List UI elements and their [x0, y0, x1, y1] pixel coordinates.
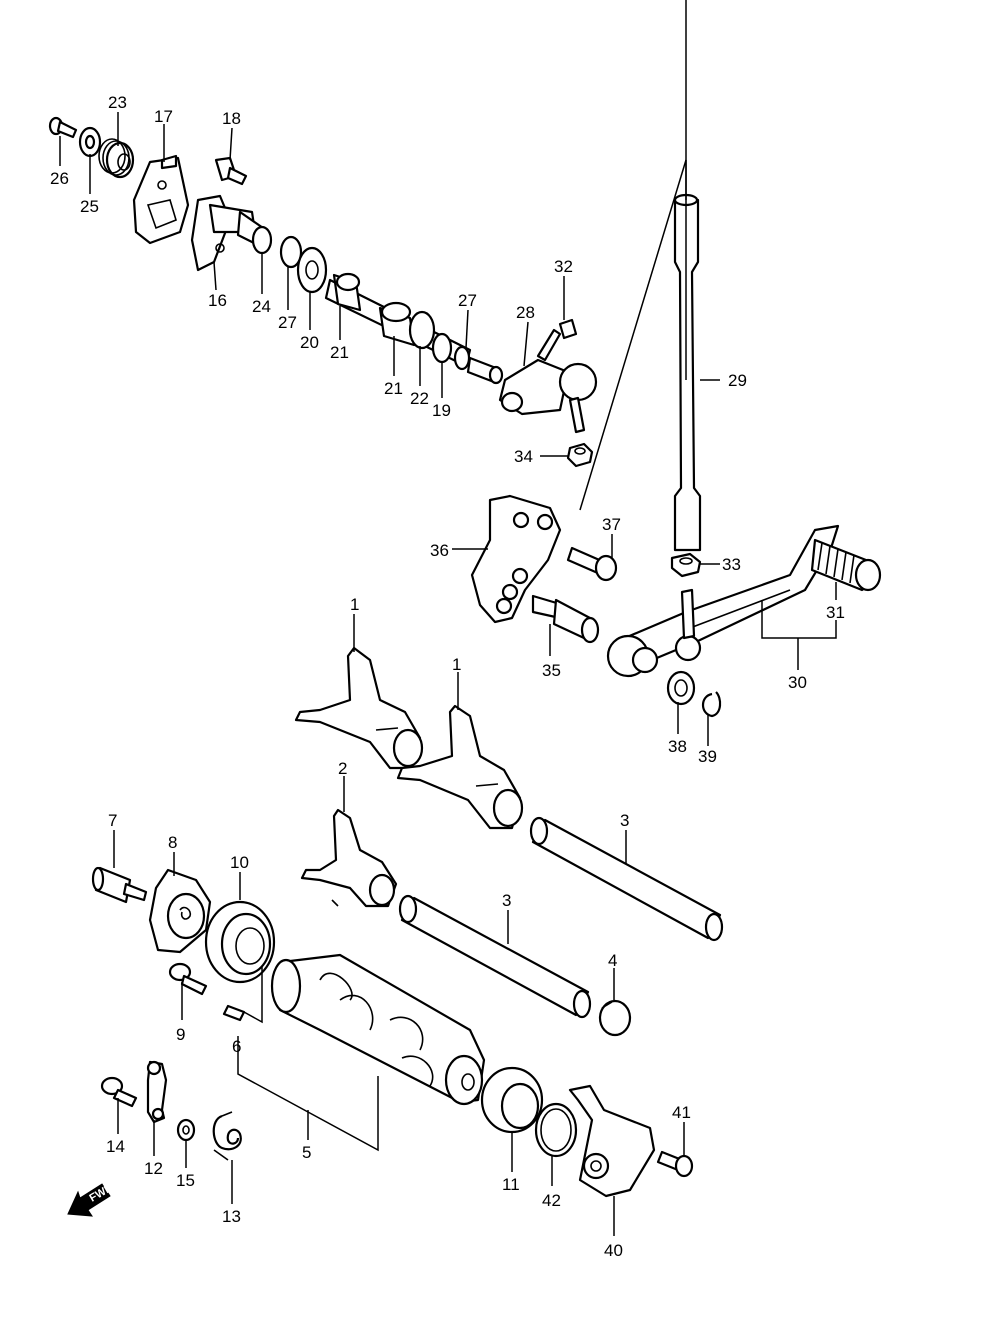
shaft-spline-end [466, 356, 504, 385]
callout-9: 9 [176, 1025, 185, 1044]
part-27-circlip-2 [453, 345, 471, 371]
callout-10: 10 [230, 853, 249, 872]
callout-28: 28 [516, 303, 535, 322]
part-25-washer [78, 126, 102, 158]
callout-39: 39 [698, 747, 717, 766]
callout-8: 8 [168, 833, 177, 852]
part-40-sensor [568, 1084, 656, 1198]
part-12-stopper-arm [146, 1060, 168, 1124]
part-26-screw [48, 116, 78, 139]
callout-27-b: 27 [458, 291, 477, 310]
part-23-spring [98, 138, 135, 179]
callout-17: 17 [154, 107, 173, 126]
part-29-shift-rod [673, 193, 702, 552]
callout-22: 22 [410, 389, 429, 408]
callout-12: 12 [144, 1159, 163, 1178]
callout-18: 18 [222, 109, 241, 128]
callout-30: 30 [788, 673, 807, 692]
part-28-shift-link [498, 358, 598, 434]
callout-33: 33 [722, 555, 741, 574]
part-21-bush-2 [378, 301, 416, 347]
callout-labels: 1 1 2 3 3 4 5 6 7 8 9 10 11 12 13 14 15 … [50, 93, 845, 1260]
callout-31: 31 [826, 603, 845, 622]
part-1-shift-fork [294, 646, 424, 770]
leader-lines [59, 0, 837, 1236]
callout-36: 36 [430, 541, 449, 560]
part-21-bush [332, 272, 362, 312]
part-34-nut [566, 442, 594, 468]
part-11-bearing [480, 1066, 544, 1134]
part-38-washer [666, 670, 696, 706]
callout-40: 40 [604, 1241, 623, 1260]
part-7-pin [91, 866, 148, 904]
callout-29: 29 [728, 371, 747, 390]
callout-38: 38 [668, 737, 687, 756]
part-1-shift-fork-2 [396, 704, 524, 830]
callout-1-b: 1 [452, 655, 461, 674]
callout-27: 27 [278, 313, 297, 332]
callout-5: 5 [302, 1143, 311, 1162]
part-42-o-ring [534, 1102, 578, 1158]
part-5-gearshift-cam [270, 953, 486, 1106]
callout-3: 3 [620, 811, 629, 830]
part-15-washer [176, 1118, 196, 1142]
part-33-nut [670, 552, 702, 578]
callout-25: 25 [80, 197, 99, 216]
part-22-oil-seal [408, 310, 436, 350]
callout-14: 14 [106, 1137, 125, 1156]
callout-37: 37 [602, 515, 621, 534]
fwd-arrow-icon [67, 1183, 111, 1217]
part-9-screw [168, 962, 208, 996]
part-18-bolt [214, 156, 248, 186]
part-31-rubber-grip [810, 538, 882, 592]
part-2-shift-fork [300, 808, 398, 908]
part-8-cam-plate [148, 868, 212, 954]
callout-16: 16 [208, 291, 227, 310]
part-17-plate [132, 154, 190, 245]
callout-2: 2 [338, 759, 347, 778]
part-24-collar [251, 225, 273, 255]
callout-34: 34 [514, 447, 533, 466]
callout-1: 1 [350, 595, 359, 614]
callout-6: 6 [232, 1037, 241, 1056]
callout-20: 20 [300, 333, 319, 352]
part-36-bracket [470, 494, 562, 624]
part-27-circlip [279, 235, 303, 269]
callout-35: 35 [542, 661, 561, 680]
part-14-bolt [100, 1076, 138, 1108]
part-4-plug [598, 999, 632, 1037]
callout-15: 15 [176, 1171, 195, 1190]
callout-7: 7 [108, 811, 117, 830]
callout-19: 19 [432, 401, 451, 420]
part-20-washer [296, 246, 328, 294]
part-13-spring [212, 1111, 242, 1161]
callout-42: 42 [542, 1191, 561, 1210]
callout-21-b: 21 [384, 379, 403, 398]
part-32-bolt [536, 318, 578, 362]
callout-23: 23 [108, 93, 127, 112]
callout-26: 26 [50, 169, 69, 188]
part-19-seal [431, 332, 453, 364]
part-10-bearing [204, 900, 276, 984]
part-37-bolt [566, 546, 618, 582]
part-41-screw [656, 1150, 694, 1178]
callout-3-b: 3 [502, 891, 511, 910]
callout-41: 41 [672, 1103, 691, 1122]
callout-13: 13 [222, 1207, 241, 1226]
callout-21: 21 [330, 343, 349, 362]
part-6-pin [222, 1004, 246, 1022]
part-3-fork-shaft-2 [398, 894, 592, 1019]
callout-32: 32 [554, 257, 573, 276]
part-35-pivot-bolt [531, 594, 600, 644]
part-39-circlip [701, 691, 722, 718]
callout-4: 4 [608, 951, 617, 970]
callout-11: 11 [502, 1175, 520, 1194]
part-30-shift-pedal [606, 524, 840, 678]
part-3-fork-shaft [529, 816, 724, 942]
callout-24: 24 [252, 297, 271, 316]
